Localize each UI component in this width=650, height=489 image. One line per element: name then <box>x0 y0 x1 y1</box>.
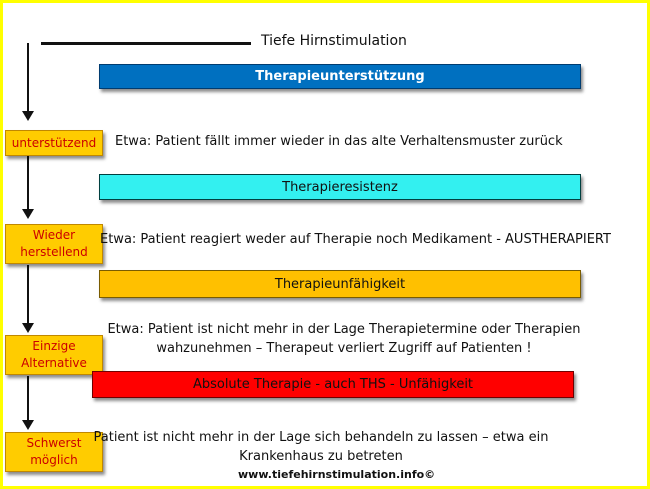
bar-label: Therapieunfähigkeit <box>274 276 406 292</box>
stage-label: möglich <box>30 453 78 467</box>
description-1: Etwa: Patient fällt immer wieder in das … <box>115 134 563 149</box>
flow-line-4 <box>27 376 29 420</box>
bar-therapieunfaehigkeit: Therapieunfähigkeit <box>99 270 581 298</box>
arrow-down-icon <box>22 420 34 430</box>
bar-therapieresistenz: Therapieresistenz <box>99 174 581 200</box>
arrow-down-icon <box>22 209 34 219</box>
bar-label: Therapieresistenz <box>282 179 398 195</box>
description-line: Patient ist nicht mehr in der Lage sich … <box>93 430 549 445</box>
description-4: Patient ist nicht mehr in der Lage sich … <box>91 428 551 466</box>
stage-label: Einzige <box>32 339 76 353</box>
slide: Tiefe Hirnstimulation unterstützend Wied… <box>3 3 647 486</box>
description-line: Krankenhaus zu betreten <box>239 449 403 464</box>
diagram-title: Tiefe Hirnstimulation <box>261 33 407 49</box>
stage-box-schwerst-moeglich: Schwerst möglich <box>5 432 103 472</box>
bar-label: Therapieunterstützung <box>255 69 425 84</box>
description-2: Etwa: Patient reagiert weder auf Therapi… <box>100 232 611 247</box>
description-line: Etwa: Patient fällt immer wieder in das … <box>115 134 563 149</box>
flow-line-2 <box>27 155 29 209</box>
arrow-down-icon <box>22 323 34 333</box>
stage-label: Schwerst <box>26 436 82 450</box>
stage-label: Alternative <box>21 356 87 370</box>
bar-label: Absolute Therapie - auch THS - Unfähigke… <box>192 377 474 392</box>
flow-line-3 <box>27 265 29 323</box>
title-rule <box>41 42 251 45</box>
stage-box-unterstuetzend: unterstützend <box>5 130 103 156</box>
description-line: Etwa: Patient ist nicht mehr in der Lage… <box>107 322 581 337</box>
stage-label: herstellend <box>20 245 88 259</box>
description-line: wahzunehmen – Therapeut verliert Zugriff… <box>156 341 532 356</box>
footer-url: www.tiefehirnstimulation.info© <box>238 468 436 481</box>
stage-box-einzige-alternative: Einzige Alternative <box>5 335 103 375</box>
arrow-down-icon <box>22 111 34 121</box>
description-3: Etwa: Patient ist nicht mehr in der Lage… <box>99 320 589 358</box>
stage-label: Wieder <box>32 228 76 242</box>
bar-absolute-therapie: Absolute Therapie - auch THS - Unfähigke… <box>92 371 574 398</box>
stage-box-wieder-herstellend: Wieder herstellend <box>5 224 103 264</box>
description-line: Etwa: Patient reagiert weder auf Therapi… <box>100 232 611 247</box>
stage-label: unterstützend <box>11 135 97 150</box>
bar-therapieunterstuetzung: Therapieunterstützung <box>99 64 581 89</box>
flow-line-1 <box>27 43 29 111</box>
